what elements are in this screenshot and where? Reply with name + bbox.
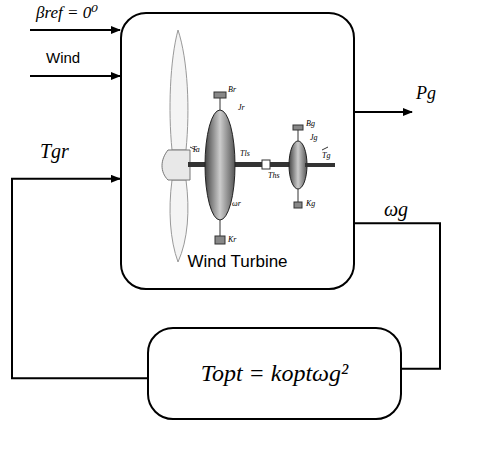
part-symbol: Ths — [268, 172, 280, 181]
part-symbol: Bg — [306, 120, 315, 129]
hub — [162, 150, 190, 180]
signal-name: Tgr — [40, 140, 69, 162]
part-symbol: Kr — [228, 236, 236, 245]
input-arrow — [30, 75, 120, 77]
part-symbol: Jr — [238, 104, 245, 113]
part-symbol: ωr — [232, 200, 241, 209]
generator-disc — [289, 141, 307, 189]
rotor-disc — [205, 110, 235, 220]
signal-name: Pg — [416, 84, 436, 104]
signal-name: ωg — [384, 198, 408, 220]
signal-line — [355, 223, 440, 369]
turbine-block: Wind Turbine — [120, 12, 355, 290]
part-symbol: Jg — [310, 134, 318, 143]
block-label: Wind Turbine — [187, 253, 287, 272]
block-label: Topt = koptωg² — [201, 360, 348, 386]
part-symbol: Kg — [306, 200, 315, 209]
controller-block: Topt = koptωg² — [147, 327, 402, 420]
blade — [170, 30, 188, 150]
signal-name: Wind — [46, 50, 80, 67]
part-symbol: Br — [228, 86, 236, 95]
signal-line — [12, 179, 147, 378]
input-arrow — [30, 29, 120, 31]
part-symbol: Tg — [322, 152, 330, 161]
signal-name: βref = 0⁰ — [36, 4, 98, 23]
output-arrow — [355, 111, 412, 113]
shaft — [188, 162, 292, 167]
blade — [170, 180, 188, 262]
part-symbol: Ta — [192, 146, 200, 155]
part-symbol: Tls — [240, 150, 250, 159]
